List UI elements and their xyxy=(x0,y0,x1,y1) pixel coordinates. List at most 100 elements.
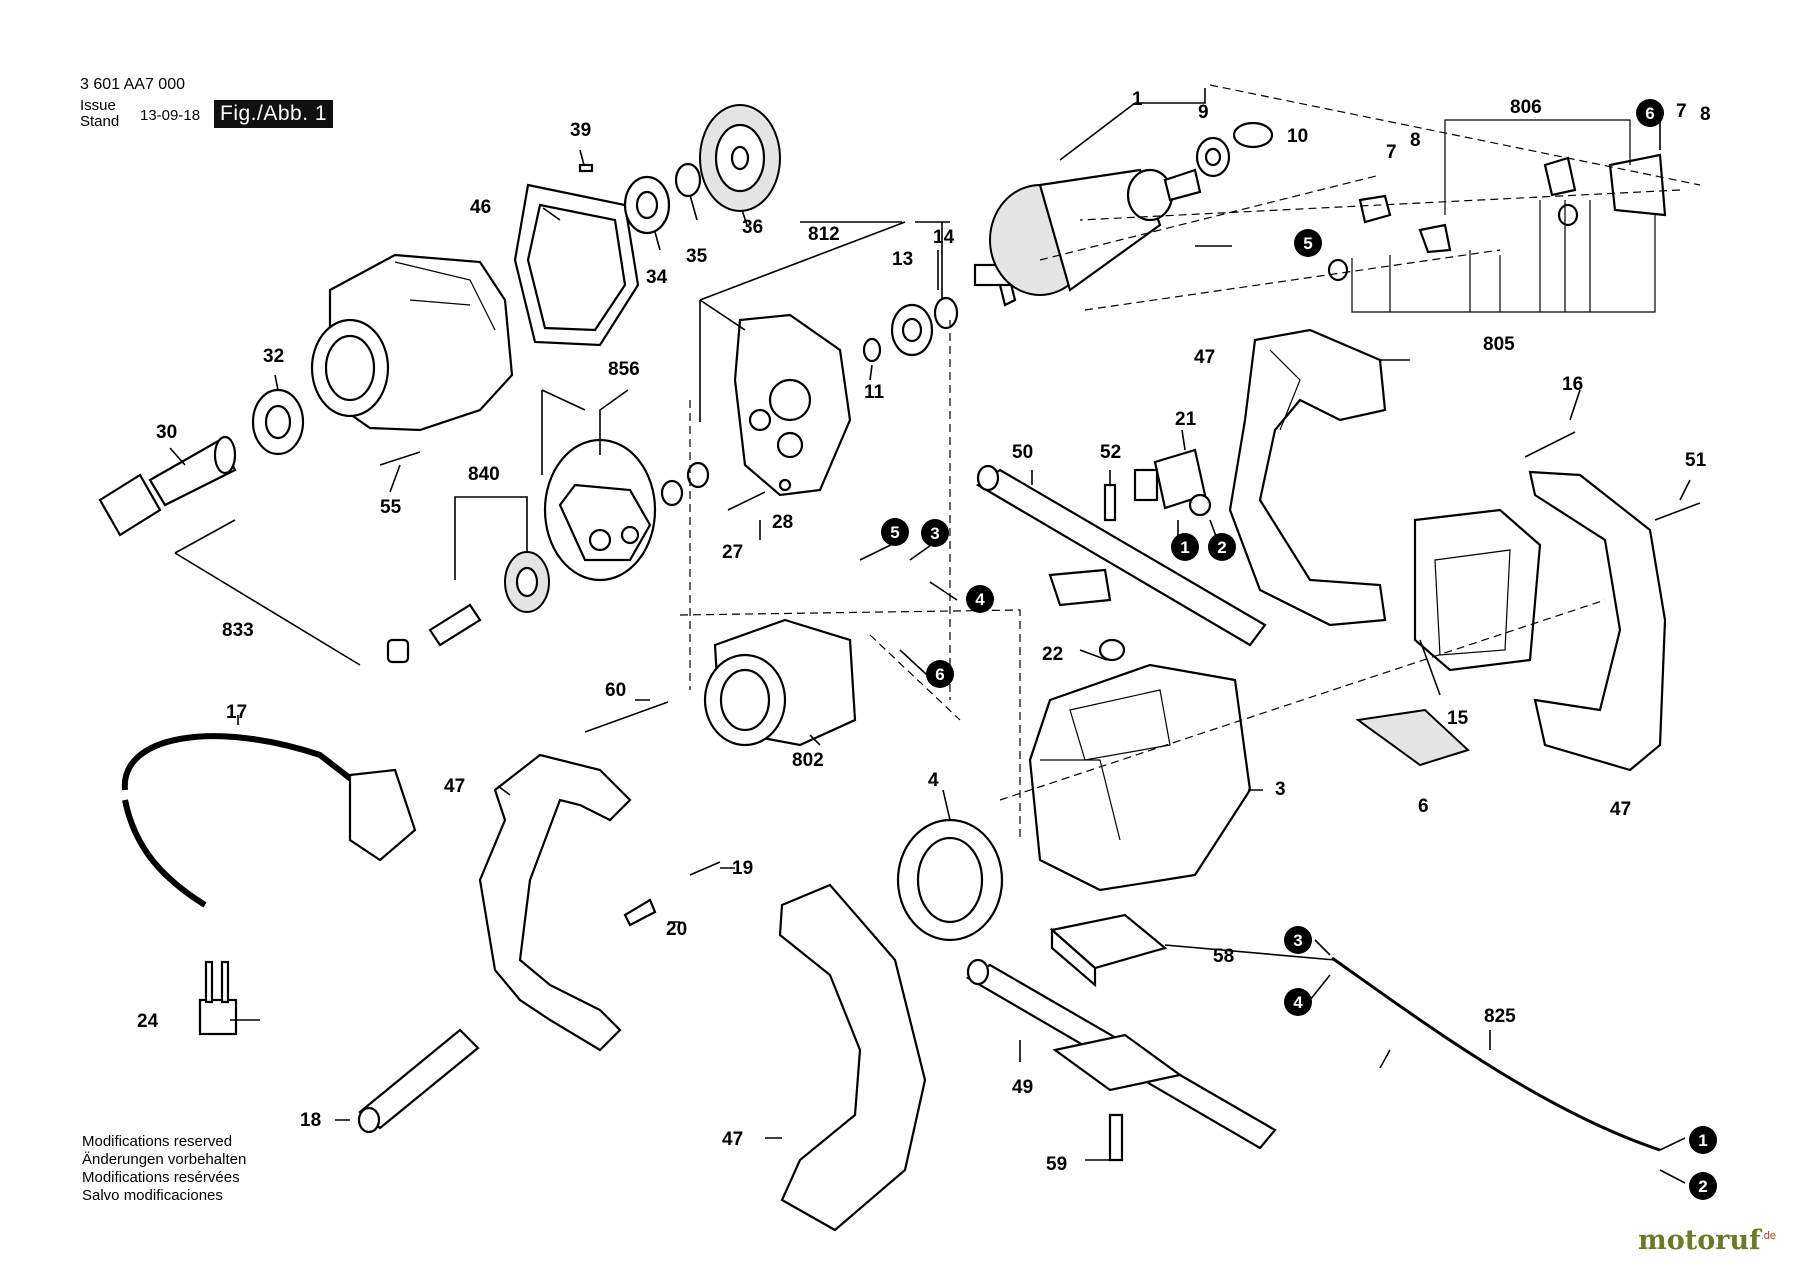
callout-35: 35 xyxy=(686,246,708,267)
callout-6-label: 6 xyxy=(1418,796,1429,817)
callout-47-bottom: 47 xyxy=(722,1129,743,1150)
svg-text:6: 6 xyxy=(1645,104,1654,123)
marker-3-mid: 3 xyxy=(921,519,949,547)
callout-806: 806 xyxy=(1510,97,1542,118)
callout-22: 22 xyxy=(1042,644,1063,665)
plate-58 xyxy=(1049,913,1168,988)
svg-text:4: 4 xyxy=(1293,993,1303,1012)
handle-47-right xyxy=(1528,470,1667,772)
brand-name: motoruf xyxy=(1638,1225,1761,1256)
callout-50: 50 xyxy=(1012,442,1033,463)
callout-47-right: 47 xyxy=(1610,799,1631,820)
leader-connectors-top xyxy=(1195,118,1661,247)
issue-label: Issue Stand xyxy=(80,98,119,130)
callout-46: 46 xyxy=(470,197,491,218)
ring-35 xyxy=(674,162,702,198)
callout-833: 833 xyxy=(222,620,254,641)
marker-6-top: 6 xyxy=(1636,99,1664,127)
switch-21 xyxy=(1133,448,1212,517)
callout-856: 856 xyxy=(608,359,640,380)
brush-holder-assembly xyxy=(1327,119,1667,313)
brand-watermark: motoruf.de xyxy=(1638,1225,1776,1256)
callout-840: 840 xyxy=(468,464,500,485)
construction-lines-center xyxy=(679,599,1606,840)
grip-18 xyxy=(357,1028,480,1134)
leader-center xyxy=(1031,429,1186,661)
svg-text:6: 6 xyxy=(935,665,944,684)
callout-812: 812 xyxy=(808,224,840,245)
handle-47-bottom xyxy=(778,883,927,1232)
callout-36: 36 xyxy=(742,217,763,238)
spacer xyxy=(686,461,710,489)
ring-11 xyxy=(862,337,882,363)
callout-21: 21 xyxy=(1175,409,1197,430)
spacer-2 xyxy=(660,479,684,507)
svg-text:4: 4 xyxy=(975,590,985,609)
bearing-plate xyxy=(733,313,852,497)
callout-55: 55 xyxy=(380,497,402,518)
bearing-13 xyxy=(890,303,934,357)
marker-1-switch: 1 xyxy=(1171,533,1199,561)
ring-10 xyxy=(1232,121,1274,149)
pin-39 xyxy=(578,163,594,173)
part-number: 3 601 AA7 000 xyxy=(80,76,185,93)
note-es: Salvo modificaciones xyxy=(82,1187,223,1204)
callout-59: 59 xyxy=(1046,1154,1067,1175)
leader-856-840 xyxy=(454,389,629,580)
callout-7-right: 7 xyxy=(1676,101,1687,122)
screw-27 xyxy=(727,491,766,511)
callout-32: 32 xyxy=(263,346,284,367)
svg-text:5: 5 xyxy=(1303,234,1312,253)
callout-7-left: 7 xyxy=(1386,142,1397,163)
screw-19 xyxy=(689,861,721,876)
marker-5-mid: 5 xyxy=(881,518,909,546)
marker-4-mid: 4 xyxy=(966,585,994,613)
bolt-52 xyxy=(1103,483,1117,522)
power-cable-17 xyxy=(121,733,417,908)
note-de: Änderungen vorbehalten xyxy=(82,1151,247,1168)
callout-15: 15 xyxy=(1447,708,1469,729)
callout-27: 27 xyxy=(722,542,743,563)
figure-label: Fig./Abb. 1 xyxy=(214,100,334,128)
handle-47-left xyxy=(478,753,632,1052)
svg-text:2: 2 xyxy=(1217,538,1226,557)
leader-left xyxy=(230,715,735,1121)
leader-32-30-55 xyxy=(169,374,401,493)
callout-14: 14 xyxy=(933,227,955,248)
callout-17: 17 xyxy=(226,702,247,723)
callout-19: 19 xyxy=(732,858,753,879)
callout-51: 51 xyxy=(1685,450,1707,471)
marker-2-cable: 2 xyxy=(1689,1172,1717,1200)
leader-bottom xyxy=(765,1030,1491,1161)
issue-label-line-1: Issue xyxy=(80,97,116,114)
intermediate-plate xyxy=(543,438,657,582)
marker-1-cable: 1 xyxy=(1689,1126,1717,1154)
callout-24: 24 xyxy=(137,1011,159,1032)
callout-805: 805 xyxy=(1483,334,1515,355)
callout-60: 60 xyxy=(605,680,626,701)
callout-28: 28 xyxy=(772,512,793,533)
ring-14 xyxy=(933,296,959,330)
bearing-32 xyxy=(251,388,305,456)
marker-6-mid: 6 xyxy=(926,660,954,688)
callout-52: 52 xyxy=(1100,442,1121,463)
marker-3-cable: 3 xyxy=(1284,926,1312,954)
note-fr: Modifications resérvées xyxy=(82,1169,240,1186)
callout-825: 825 xyxy=(1484,1006,1516,1027)
leader-right xyxy=(1164,389,1691,961)
brand-suffix: .de xyxy=(1760,1230,1776,1242)
callout-20: 20 xyxy=(666,919,687,940)
spindle-30 xyxy=(98,435,237,537)
leader-connectors-cable xyxy=(1309,939,1686,1184)
svg-text:5: 5 xyxy=(890,523,899,542)
screw-55 xyxy=(379,451,421,466)
callout-47-top: 47 xyxy=(1194,347,1215,368)
gear-840 xyxy=(386,551,550,664)
screw-60 xyxy=(584,701,669,733)
armature xyxy=(973,168,1202,307)
leader-812 xyxy=(699,221,950,422)
issue-date: 13-09-18 xyxy=(140,107,201,124)
callout-47-left: 47 xyxy=(444,776,465,797)
